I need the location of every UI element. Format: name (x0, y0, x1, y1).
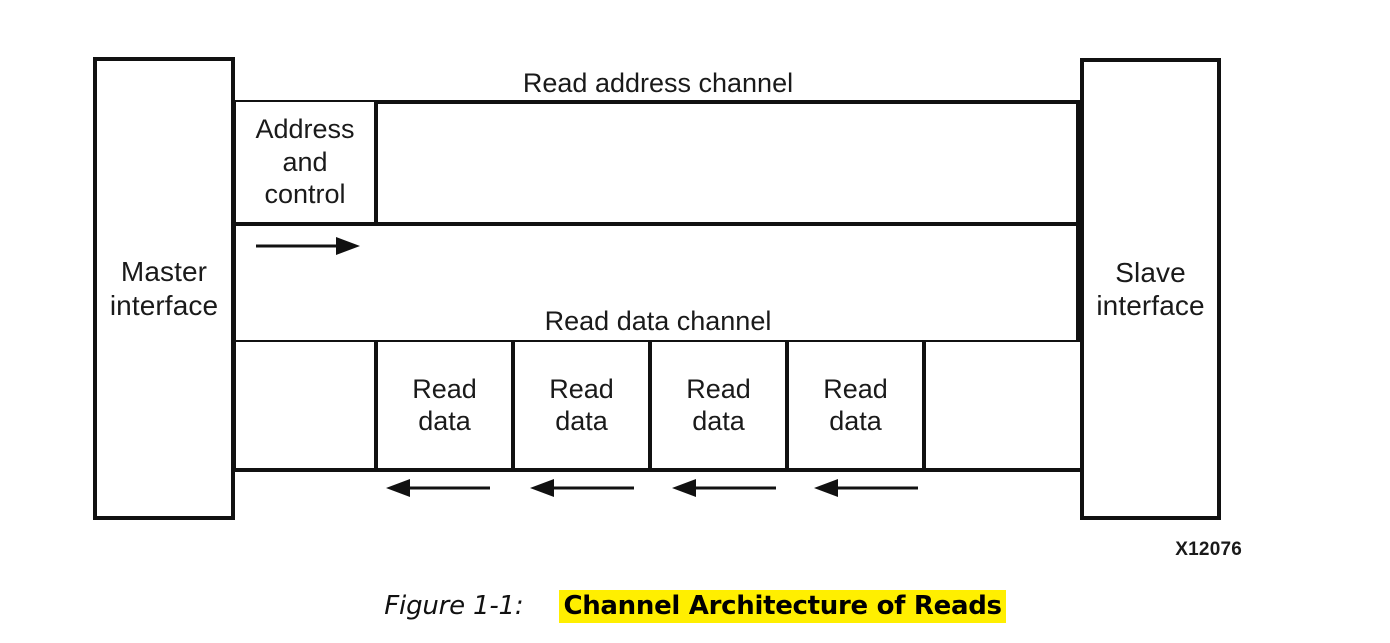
read-data-right-spacer-cell (926, 342, 1080, 468)
read-data-left-spacer-cell (236, 342, 378, 468)
arrow-left-icon (530, 479, 634, 497)
figure-code-label: X12076 (1175, 539, 1242, 560)
slave-side-spine (1076, 100, 1080, 472)
arrow-right-icon (256, 237, 360, 255)
master-side-spine (232, 100, 236, 472)
figure-caption-title: Channel Architecture of Reads (559, 590, 1006, 623)
read-address-band-bottom-rule (236, 222, 1080, 226)
read-data-cell: Read data (652, 342, 789, 468)
read-address-channel-title: Read address channel (522, 68, 794, 98)
read-data-band-bottom-rule (236, 468, 1080, 472)
master-interface-label: Master interface (109, 256, 219, 321)
read-data-cell: Read data (378, 342, 515, 468)
slave-interface-label: Slave interface (1096, 256, 1205, 321)
read-data-cell: Read data (515, 342, 652, 468)
figure-caption-number: Figure 1-1: (384, 591, 524, 621)
read-data-cell-label: Read data (686, 373, 751, 436)
read-data-beats-row: Read data Read data Read data Read data (236, 342, 1080, 468)
address-and-control-cell: Address and control (236, 102, 378, 222)
read-data-cell-label: Read data (823, 373, 888, 436)
slave-interface-box: Slave interface (1080, 58, 1221, 520)
arrow-left-icon (814, 479, 918, 497)
arrow-left-icon (672, 479, 776, 497)
figure-caption: Figure 1-1: Channel Architecture of Read… (0, 590, 1390, 623)
address-and-control-label: Address and control (255, 114, 355, 210)
read-data-cell-label: Read data (549, 373, 614, 436)
read-data-cell-label: Read data (412, 373, 477, 436)
read-data-channel-title: Read data channel (544, 306, 772, 336)
master-interface-box: Master interface (93, 57, 235, 520)
arrow-left-icon (386, 479, 490, 497)
read-address-band-top-rule (236, 100, 1080, 104)
read-data-cell: Read data (789, 342, 926, 468)
